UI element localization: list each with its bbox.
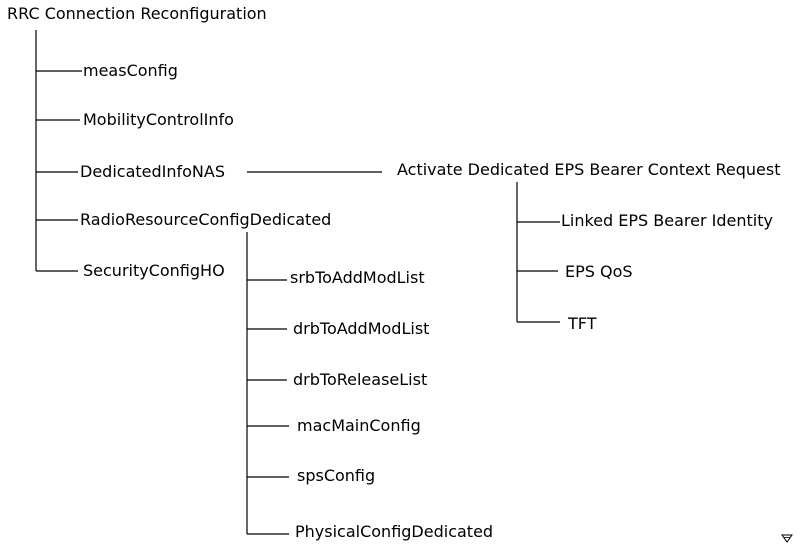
node-srbtoaddmodlist: srbToAddModList (290, 268, 425, 287)
node-activate-dedicated-eps-bearer: Activate Dedicated EPS Bearer Context Re… (397, 160, 781, 179)
node-spsconfig: spsConfig (297, 466, 376, 485)
node-mobilitycontrolinfo: MobilityControlInfo (83, 110, 234, 129)
node-securityconfigho: SecurityConfigHO (83, 261, 225, 280)
node-dedicatedinfonas: DedicatedInfoNAS (80, 162, 225, 181)
node-macmainconfig: macMainConfig (297, 416, 421, 435)
node-drbtoreleaselist: drbToReleaseList (293, 370, 428, 389)
node-linked-eps-bearer-identity: Linked EPS Bearer Identity (561, 211, 773, 230)
node-physicalconfigdedicated: PhysicalConfigDedicated (295, 522, 494, 541)
resize-handle-icon (781, 534, 793, 543)
node-tft: TFT (568, 314, 597, 333)
node-drbtoaddmodlist: drbToAddModList (293, 319, 430, 338)
node-radioresourceconfigdedicated: RadioResourceConfigDedicated (80, 210, 332, 229)
node-measconfig: measConfig (83, 61, 178, 80)
node-eps-qos: EPS QoS (565, 262, 633, 281)
root-node-label: RRC Connection Reconfiguration (7, 4, 267, 23)
